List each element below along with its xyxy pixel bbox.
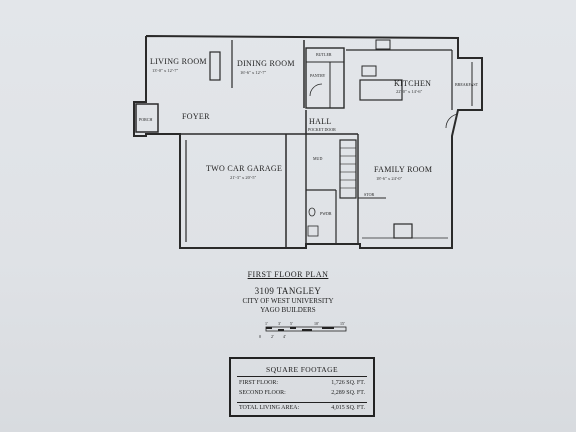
scale-label-5: 5' [290, 321, 293, 326]
label-pocket-door: POCKET DOOR [308, 127, 336, 132]
kitchen-range [375, 39, 391, 50]
room-dim-dining: 16'-6" x 12'-7" [240, 70, 266, 75]
room-dim-kitchen: 22'-0" x 14'-6" [396, 89, 422, 94]
scale-sublabel-2: 2' [271, 334, 274, 339]
scale-label-1: 1' [265, 321, 268, 326]
room-label-foyer: FOYER [182, 112, 210, 121]
breakfast-door-swing [445, 113, 459, 129]
plan-title: FIRST FLOOR PLAN [247, 270, 329, 279]
total-label: TOTAL LIVING AREA: [239, 405, 300, 411]
kitchen-sink [361, 65, 377, 77]
room-label-pantry: PANTRY [310, 73, 326, 78]
total-row: TOTAL LIVING AREA: 4,015 SQ. FT. [239, 405, 365, 411]
scale-label-15: 15' [340, 321, 345, 326]
pantry-door-swing [309, 83, 323, 97]
room-label-hall: HALL [309, 117, 332, 126]
scale-bar: 1' 3' 5' 10' 15' 0 2' 4' [259, 321, 347, 339]
room-dim-living: 13'-0" x 12'-7" [152, 68, 178, 73]
room-label-garage: TWO CAR GARAGE [206, 164, 282, 173]
address: 3109 TANGLEY [254, 286, 322, 296]
scale-sublabel-4: 4' [283, 334, 286, 339]
first-floor-value: 1,726 SQ. FT. [331, 380, 365, 386]
total-value: 4,015 SQ. FT. [331, 405, 365, 411]
room-label-living: LIVING ROOM [150, 57, 207, 66]
first-floor-label: FIRST FLOOR: [239, 380, 279, 386]
room-dim-garage: 21'-3" x 20'-5" [230, 175, 256, 180]
pwdr-sink [307, 225, 319, 237]
scale-label-3: 3' [278, 321, 281, 326]
room-label-breakfast: BREAKFAST [455, 82, 479, 87]
builder-name: YAGO BUILDERS [260, 306, 316, 314]
square-footage-title: SQUARE FOOTAGE [266, 365, 338, 374]
room-label-stor: STOR [364, 192, 374, 197]
room-label-dining: DINING ROOM [237, 59, 295, 68]
room-dim-family: 18'-6" x 24'-0" [376, 176, 402, 181]
living-cabinet [209, 51, 221, 81]
kitchen-island [359, 79, 403, 101]
outer-wall [133, 35, 483, 249]
staircase [339, 139, 357, 199]
toilet [308, 207, 316, 217]
room-label-mud: MUD [313, 156, 322, 161]
room-label-pwdr: PWDR [320, 211, 332, 216]
room-label-family: FAMILY ROOM [374, 165, 432, 174]
square-footage-box: SQUARE FOOTAGE FIRST FLOOR: 1,726 SQ. FT… [229, 357, 375, 417]
city-name: CITY OF WEST UNIVERSITY [242, 297, 334, 305]
second-floor-value: 2,289 SQ. FT. [331, 390, 365, 396]
fireplace [393, 223, 413, 239]
second-floor-row: SECOND FLOOR: 2,289 SQ. FT. [239, 390, 365, 396]
first-floor-row: FIRST FLOOR: 1,726 SQ. FT. [239, 380, 365, 386]
second-floor-label: SECOND FLOOR: [239, 390, 286, 396]
room-label-porch: PORCH [139, 117, 152, 122]
scale-label-10: 10' [314, 321, 319, 326]
butler-pantry-block [305, 47, 345, 109]
room-label-kitchen: KITCHEN [394, 79, 431, 88]
room-label-butler: BUTLER [316, 52, 332, 57]
scale-sublabel-0: 0 [259, 334, 261, 339]
divider [237, 376, 367, 377]
porch-box [135, 103, 159, 133]
divider [237, 402, 367, 403]
stair-treads [340, 147, 356, 189]
